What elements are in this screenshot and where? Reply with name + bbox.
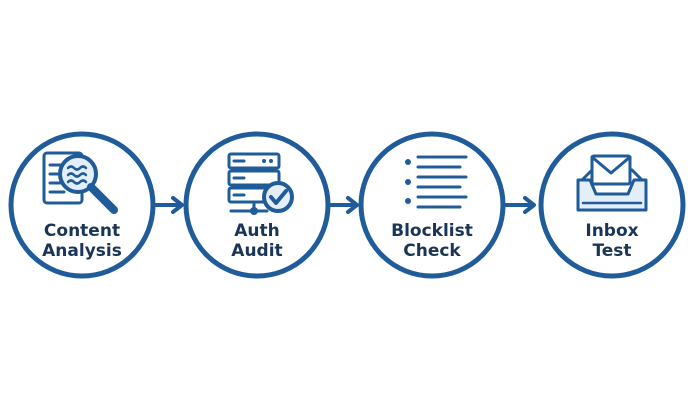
step-label-line-1: Blocklist [391, 221, 473, 241]
arrow-right-icon [327, 196, 359, 214]
step-circle [538, 131, 686, 279]
step-inbox-test: Inbox Test [538, 131, 686, 279]
step-label-line-1: Inbox [585, 221, 638, 241]
list-icon [405, 155, 468, 209]
step-blocklist-check: Blocklist Check [358, 131, 506, 279]
connector-2 [327, 196, 359, 214]
step-label-line-2: Analysis [42, 241, 122, 261]
server-check-icon [227, 152, 294, 215]
step-circle [8, 131, 156, 279]
arrow-right-icon [152, 196, 184, 214]
step-auth-audit: Auth Audit [183, 131, 331, 279]
arrow-right-icon [504, 196, 536, 214]
step-label-line-2: Check [403, 241, 461, 261]
step-label-line-1: Auth [234, 221, 280, 241]
connector-1 [152, 196, 184, 214]
inbox-tray-icon [576, 154, 648, 212]
step-circle [183, 131, 331, 279]
connector-3 [504, 196, 536, 214]
step-label-line-1: Content [44, 221, 120, 241]
magnifier-document-icon [42, 151, 118, 214]
step-circle [358, 131, 506, 279]
step-content-analysis: Content Analysis [8, 131, 156, 279]
step-label-line-2: Test [592, 241, 631, 261]
step-label-line-2: Audit [231, 241, 282, 261]
